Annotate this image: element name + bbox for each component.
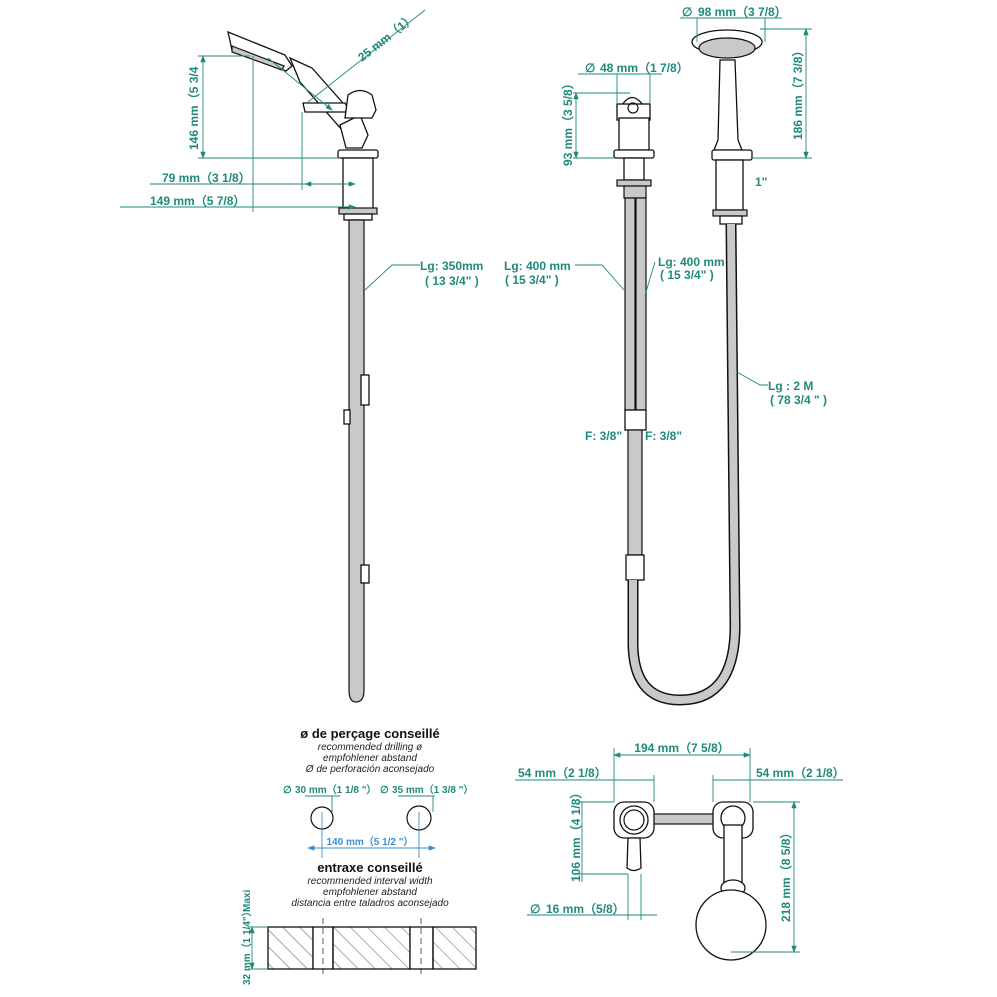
- connection-right: F: 3/8": [645, 429, 682, 443]
- hose-side: [348, 219, 365, 703]
- supply-hose-right: [635, 197, 647, 411]
- dim-lever-length: 106 mm（4 1/8）: [568, 787, 583, 882]
- dim-left-offset: 54 mm（2 1/8）: [518, 765, 607, 780]
- hole-left-diameter-symbol: ∅: [283, 785, 292, 796]
- dim-height: 146 mm（5 3/4: [186, 66, 201, 150]
- wall-max-label: Maxi: [242, 890, 253, 912]
- interval-subtitle-es: distancia entre taladros aconsejado: [291, 898, 449, 909]
- wall-gap-2: [409, 926, 434, 970]
- shower-hose-length: Lg : 2 M: [768, 379, 813, 393]
- dim-valve-height: 93 mm（3 5/8）: [560, 77, 575, 166]
- drilling-subtitle-de: empfohlener abstand: [323, 753, 417, 764]
- valve-nut: [338, 207, 378, 215]
- interval-title: entraxe conseillé: [317, 860, 423, 875]
- connection-left: F: 3/8": [585, 429, 622, 443]
- dim-lever-diameter-symbol: ∅: [530, 902, 540, 916]
- wall-section-1: [267, 926, 314, 970]
- valve-cap: [344, 89, 377, 119]
- hose-right-length-in: ( 15 3/4" ): [660, 268, 714, 282]
- interval-subtitle-de: empfohlener abstand: [323, 887, 417, 898]
- drilling-subtitle-en: recommended drilling ø: [318, 742, 423, 753]
- shower-head-top: [695, 889, 767, 961]
- hose-length: Lg: 350mm: [420, 259, 483, 273]
- lever-top: [626, 837, 642, 872]
- shower-hose: [627, 223, 741, 706]
- hole-spacing: 140 mm（5 1/2 "）: [326, 835, 413, 848]
- hose-left-length-in: ( 15 3/4" ): [505, 273, 559, 287]
- shower-handle-front: [713, 59, 743, 151]
- hole-right-diameter-symbol: ∅: [380, 785, 389, 796]
- lever: [302, 102, 352, 113]
- wall-section-3: [432, 926, 477, 970]
- valve-collar: [337, 149, 379, 159]
- valve-body-front: [618, 117, 650, 151]
- front-view: ∅ 48 mm（1 7/8） 93 mm（3 5/8） ∅ 98 mm（3 7/…: [504, 4, 827, 706]
- drilling-title: ø de perçage conseillé: [300, 726, 439, 741]
- hose-right-length: Lg: 400 mm: [658, 255, 725, 269]
- hole-right-diameter: 35 mm（1 3/8 "）: [392, 783, 473, 796]
- drilling-section: ø de perçage conseillé recommended drill…: [283, 726, 473, 858]
- dim-head-diameter-value: 98 mm（3 7/8）: [698, 4, 787, 19]
- dim-depth: 218 mm（8 5/8）: [778, 827, 793, 922]
- dim-head-height: 186 mm（7 3/8）: [790, 45, 805, 140]
- hand-shower-side: [227, 30, 369, 149]
- wall-thickness: 32 mm（1 1/4"）: [240, 906, 253, 985]
- dim-handle-diameter: 25 mm（1）: [355, 10, 418, 64]
- interval-subtitle-en: recommended interval width: [307, 876, 432, 887]
- side-view: 25 mm（1） 146 mm（5 3/4 79 mm（3 1/8） 149 m…: [120, 9, 483, 703]
- dim-head-offset: 149 mm（5 7/8）: [150, 193, 245, 208]
- hose-length-in: ( 13 3/4" ): [425, 274, 479, 288]
- dim-lever-diameter: 16 mm（5/8）: [546, 901, 625, 916]
- dim-valve-diameter: ∅: [585, 61, 595, 75]
- dim-valve-diameter-value: 48 mm（1 7/8）: [600, 60, 689, 75]
- shower-arm-top: [723, 824, 743, 886]
- dim-overall-width: 194 mm（7 5/8）: [634, 740, 729, 755]
- hole-left-diameter: 30 mm（1 1/8 "）: [295, 783, 376, 796]
- interval-section: entraxe conseillé recommended interval w…: [240, 860, 477, 985]
- hose-left-length: Lg: 400 mm: [504, 259, 571, 273]
- dim-lever-offset: 79 mm（3 1/8）: [162, 170, 251, 185]
- shower-hose-length-in: ( 78 3/4 " ): [770, 393, 827, 407]
- top-view: 194 mm（7 5/8） 54 mm（2 1/8） 54 mm（2 1/8） …: [515, 740, 845, 961]
- dim-head-diameter: ∅: [682, 5, 692, 19]
- supply-hose-left: [624, 197, 636, 411]
- drilling-subtitle-es: Ø de perforación aconsejado: [305, 764, 435, 775]
- thread-size: 1": [755, 175, 767, 189]
- dim-right-offset: 54 mm（2 1/8）: [756, 765, 845, 780]
- connecting-bar: [649, 813, 721, 825]
- wall-section-2: [332, 926, 411, 970]
